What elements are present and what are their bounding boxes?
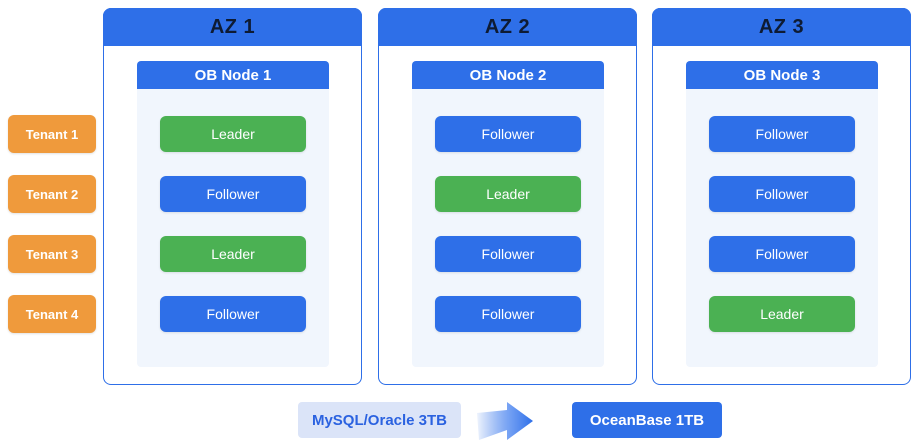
tenant-4-label: Tenant 4	[8, 295, 96, 333]
az1-tenant1-replica: Leader	[160, 116, 306, 152]
zone-az1: AZ 1 OB Node 1 Leader Follower Leader Fo…	[103, 8, 362, 385]
ob-node-1-header: OB Node 1	[137, 61, 329, 89]
az1-tenant2-replica: Follower	[160, 176, 306, 212]
zone-az1-title: AZ 1	[103, 8, 362, 46]
ob-node-2-panel: Follower Leader Follower Follower	[412, 89, 604, 367]
az1-tenant3-replica: Leader	[160, 236, 306, 272]
az3-tenant3-replica: Follower	[709, 236, 855, 272]
ob-node-1-panel: Leader Follower Leader Follower	[137, 89, 329, 367]
az3-tenant4-replica: Leader	[709, 296, 855, 332]
ob-node-3-header: OB Node 3	[686, 61, 878, 89]
zone-az2: AZ 2 OB Node 2 Follower Leader Follower …	[378, 8, 637, 385]
az3-tenant1-replica: Follower	[709, 116, 855, 152]
az1-tenant4-replica: Follower	[160, 296, 306, 332]
zone-az2-title: AZ 2	[378, 8, 637, 46]
right-arrow-icon	[477, 402, 533, 440]
az2-tenant2-replica: Leader	[435, 176, 581, 212]
az2-tenant3-replica: Follower	[435, 236, 581, 272]
migration-source-box: MySQL/Oracle 3TB	[298, 402, 461, 438]
migration-target-box: OceanBase 1TB	[572, 402, 722, 438]
az3-tenant2-replica: Follower	[709, 176, 855, 212]
tenant-1-label: Tenant 1	[8, 115, 96, 153]
tenant-3-label: Tenant 3	[8, 235, 96, 273]
ob-node-3-panel: Follower Follower Follower Leader	[686, 89, 878, 367]
az2-tenant1-replica: Follower	[435, 116, 581, 152]
tenant-2-label: Tenant 2	[8, 175, 96, 213]
zone-az3: AZ 3 OB Node 3 Follower Follower Followe…	[652, 8, 911, 385]
zone-az3-title: AZ 3	[652, 8, 911, 46]
az2-tenant4-replica: Follower	[435, 296, 581, 332]
ob-node-2-header: OB Node 2	[412, 61, 604, 89]
